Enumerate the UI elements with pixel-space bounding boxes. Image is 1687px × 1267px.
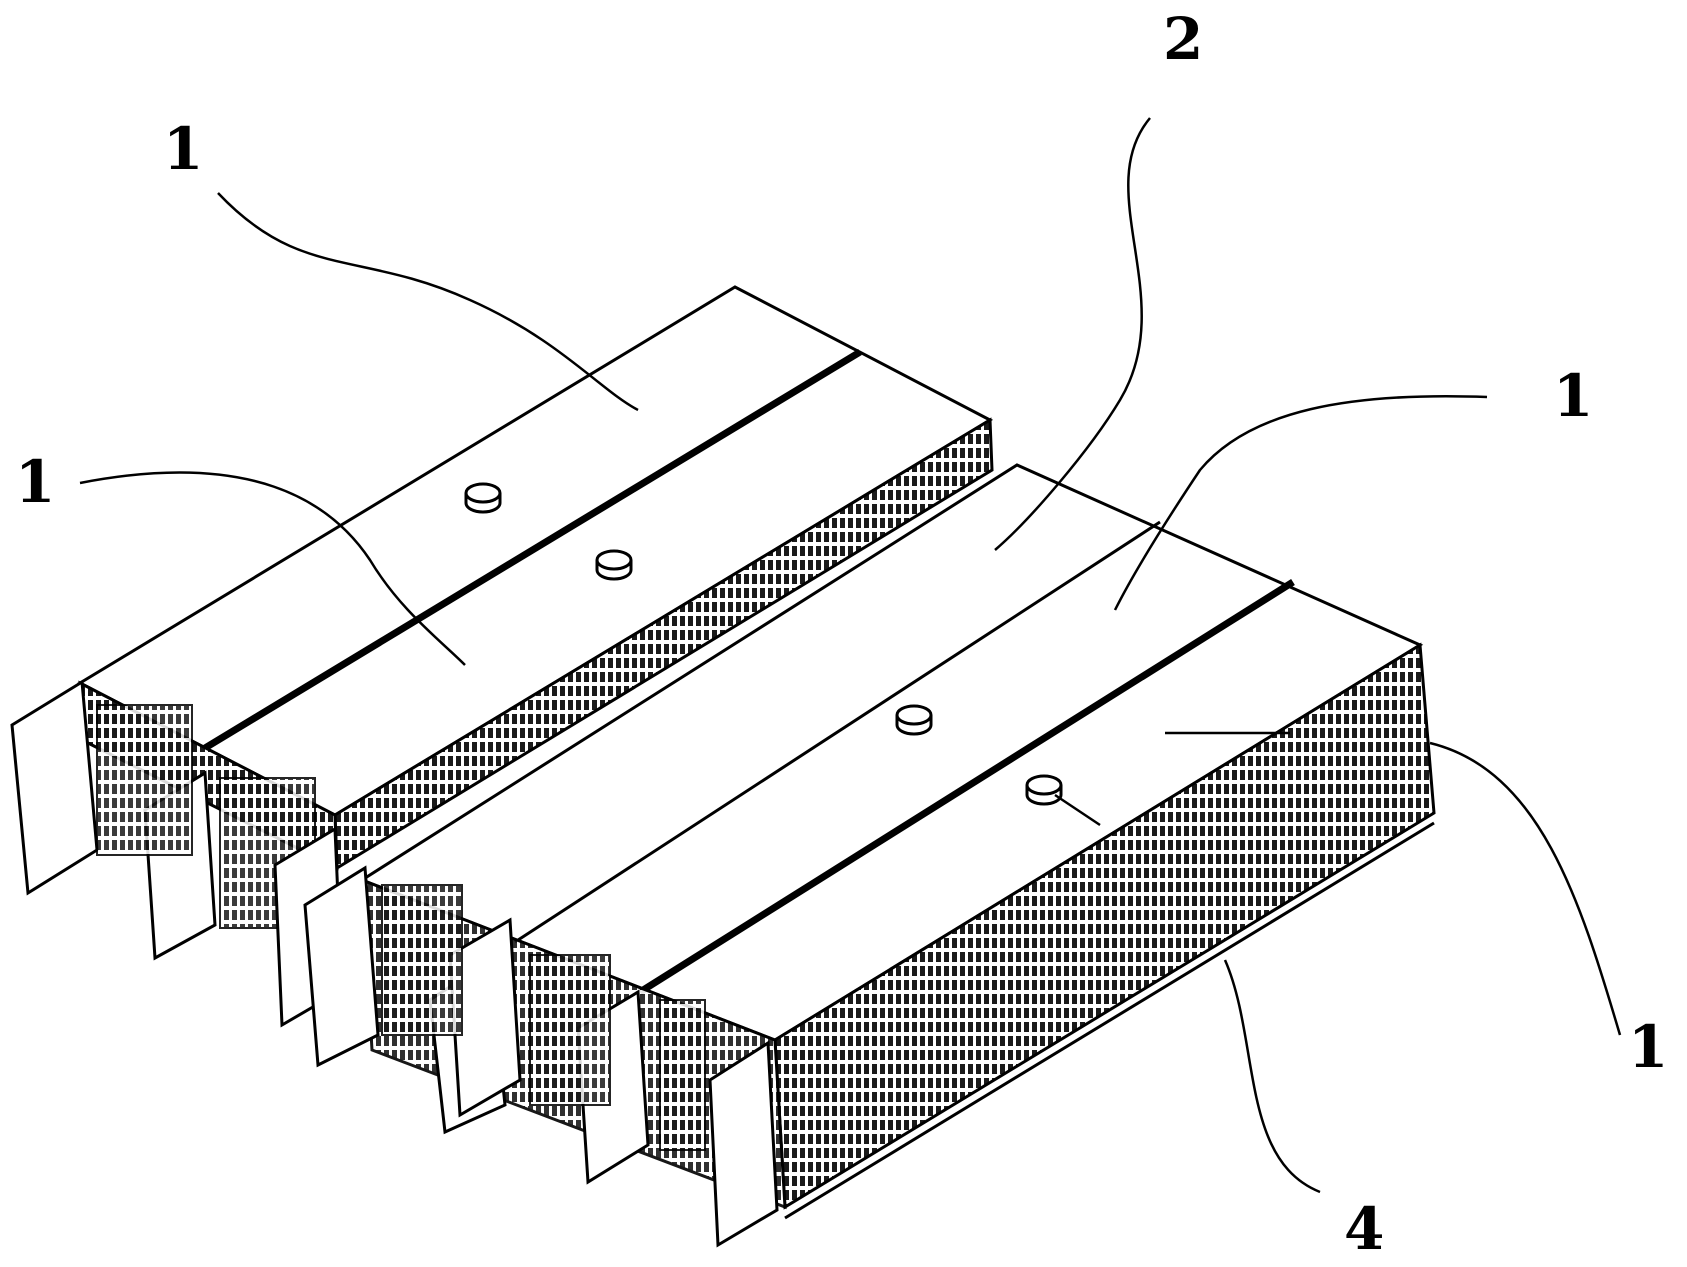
reference-label: 1 (15, 448, 56, 516)
knob (895, 704, 933, 736)
module-seam (514, 520, 1161, 944)
reference-label: 1 (163, 115, 204, 183)
open-door-panel (448, 917, 522, 1118)
leader-lines (79, 117, 1622, 1194)
interior-frame (659, 999, 706, 1151)
module-seam (203, 349, 862, 751)
module-seam (638, 579, 1295, 995)
leader-line (1054, 793, 1101, 827)
interior-frame (96, 704, 193, 856)
open-door-panel (10, 679, 99, 896)
leader-line (994, 117, 1151, 551)
left-module-group (10, 285, 994, 961)
knob (595, 549, 633, 581)
knob (1025, 774, 1063, 806)
leader-line (1429, 741, 1622, 1036)
open-door-panel (708, 1040, 779, 1248)
leader-line (217, 192, 639, 412)
base-rail (784, 821, 1435, 1220)
leader-line (79, 471, 466, 666)
interior-frame (381, 884, 463, 1036)
reference-label: 2 (1163, 5, 1204, 73)
leader-line (1223, 959, 1321, 1194)
right-module-group (273, 463, 1436, 1248)
leader-line (1113, 394, 1488, 611)
knob (464, 482, 502, 514)
reference-label: 1 (1553, 362, 1594, 430)
reference-label: 1 (1628, 1013, 1669, 1081)
interior-frame (529, 954, 611, 1106)
reference-label: 4 (1344, 1195, 1385, 1263)
open-door-panel (303, 865, 380, 1068)
